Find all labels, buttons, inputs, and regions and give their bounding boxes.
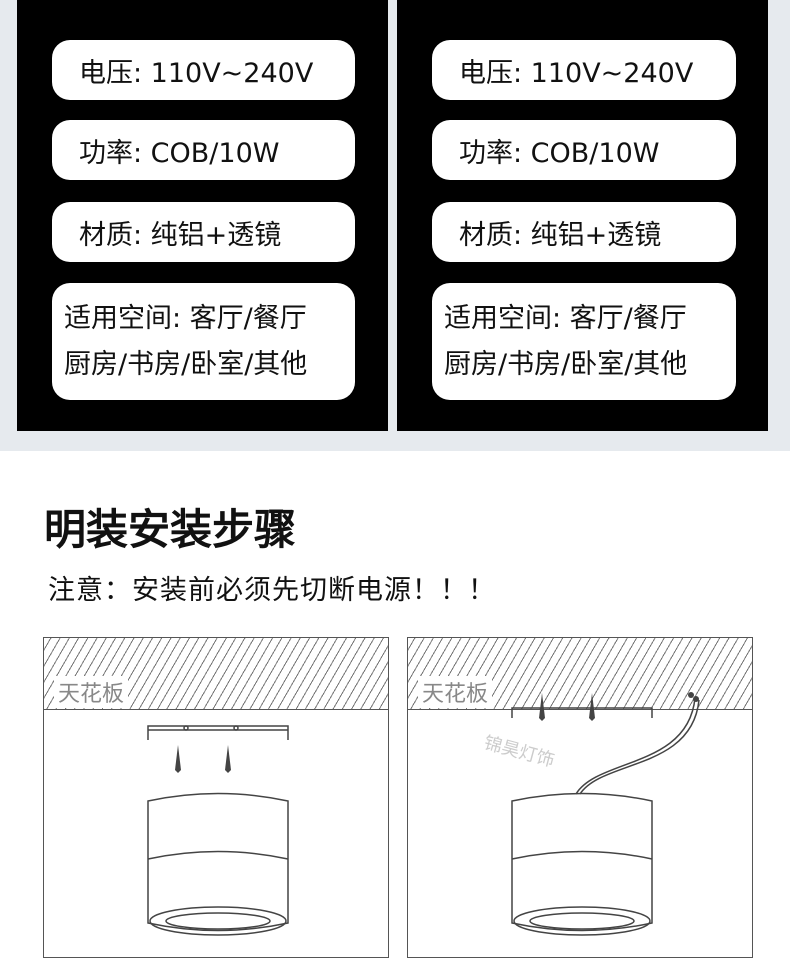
watermark: 锦昊灯饰 (482, 733, 557, 772)
install-diagram-2: 天花板 锦昊灯饰 (407, 637, 753, 958)
install-note: 注意：安装前必须先切断电源！！！ (48, 575, 496, 606)
install-title: 明装安装步骤 (44, 505, 297, 554)
usage-spec: 适用空间: 客厅/餐厅 厨房/书房/卧室/其他 (432, 283, 736, 400)
usage-line-1: 适用空间: 客厅/餐厅 (444, 302, 687, 334)
screw-icons (175, 745, 231, 773)
material-spec: 材质: 纯铝+透镜 (52, 202, 355, 262)
power-spec: 功率: COB/10W (432, 120, 736, 180)
material-spec: 材质: 纯铝+透镜 (432, 202, 736, 262)
install-diagram-1: 天花板 (43, 637, 389, 958)
ceiling-label: 天花板 (418, 676, 493, 708)
voltage-spec: 电压: 110V~240V (432, 40, 736, 100)
lamp-illustration (147, 725, 289, 936)
voltage-spec: 电压: 110V~240V (52, 40, 355, 100)
spec-panel-left: 电压: 110V~240V 功率: COB/10W 材质: 纯铝+透镜 适用空间… (17, 0, 388, 431)
specs-section: 电压: 110V~240V 功率: COB/10W 材质: 纯铝+透镜 适用空间… (0, 0, 790, 451)
power-spec: 功率: COB/10W (52, 120, 355, 180)
lamp-illustration: 锦昊灯饰 (482, 692, 700, 936)
spec-panel-right: 电压: 110V~240V 功率: COB/10W 材质: 纯铝+透镜 适用空间… (397, 0, 768, 431)
screw-icons (539, 692, 699, 721)
usage-line-2: 厨房/书房/卧室/其他 (444, 348, 688, 380)
ceiling-label: 天花板 (54, 676, 129, 708)
usage-line-2: 厨房/书房/卧室/其他 (64, 348, 308, 380)
wire (575, 697, 696, 795)
usage-spec: 适用空间: 客厅/餐厅 厨房/书房/卧室/其他 (52, 283, 355, 400)
usage-line-1: 适用空间: 客厅/餐厅 (64, 302, 307, 334)
